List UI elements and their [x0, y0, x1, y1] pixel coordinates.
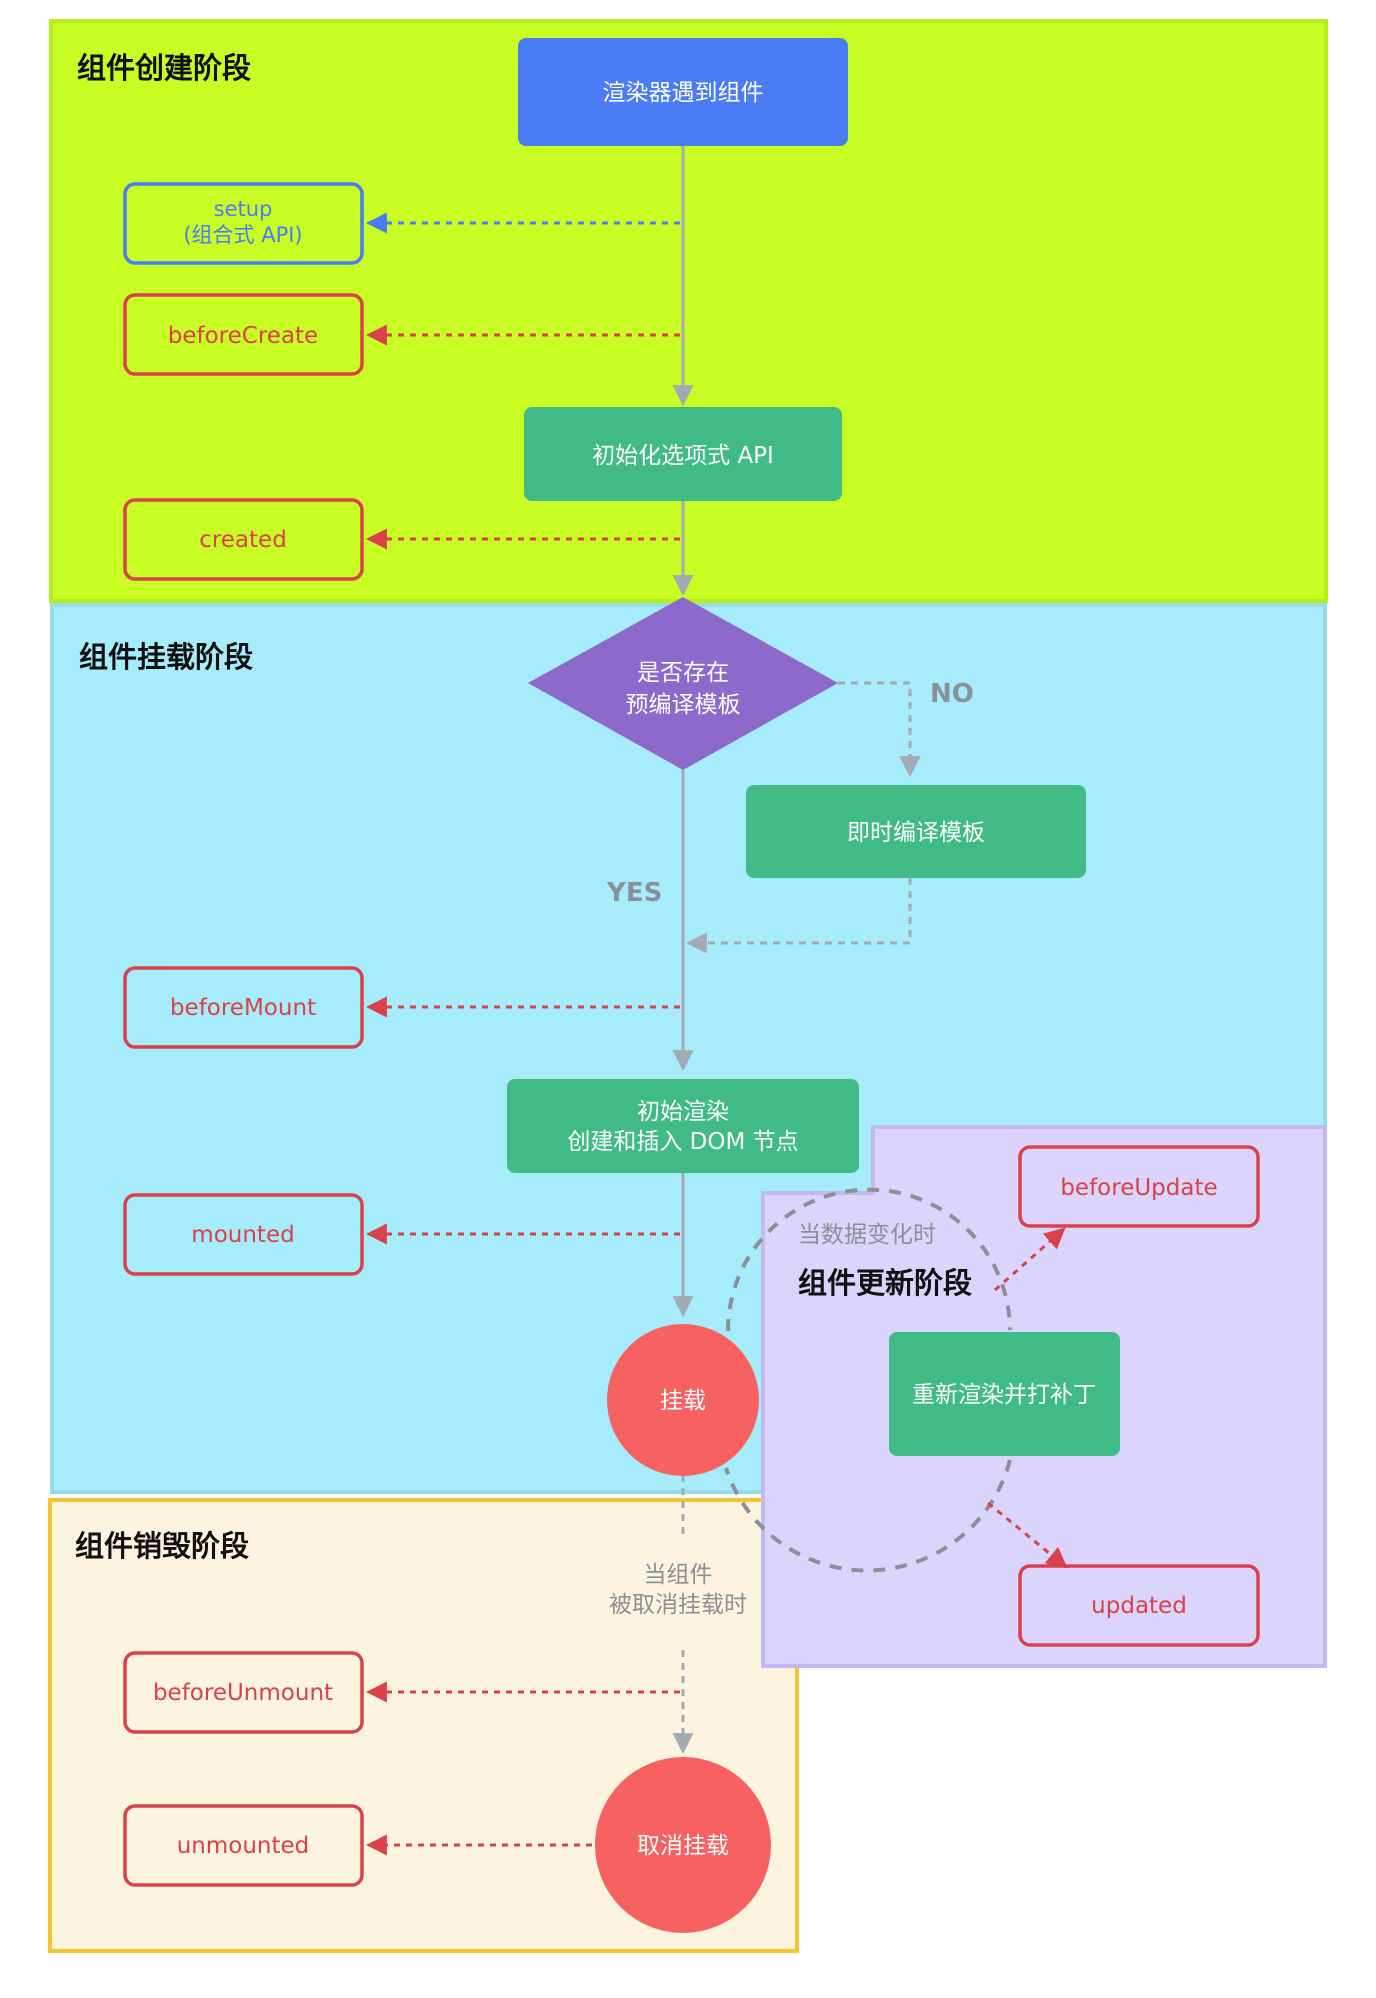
initial-render-line2: 创建和插入 DOM 节点	[567, 1129, 798, 1155]
beforecreate-hook-label: beforeCreate	[168, 323, 318, 349]
beforemount-hook-box: beforeMount	[123, 966, 364, 1049]
beforeunmount-hook-box: beforeUnmount	[123, 1651, 364, 1734]
unmount-circle: 取消挂载	[595, 1757, 771, 1933]
update-phase-title: 组件更新阶段	[798, 1266, 972, 1300]
mounted-circle: 挂载	[607, 1324, 759, 1476]
mounted-hook-label: mounted	[191, 1222, 294, 1248]
create-phase-title: 组件创建阶段	[77, 51, 251, 85]
unmount-when-line1: 当组件	[644, 1562, 713, 1588]
decision-label-line2: 预编译模板	[626, 692, 741, 718]
unmounted-hook-label: unmounted	[177, 1833, 310, 1859]
init-options-box: 初始化选项式 API	[524, 407, 842, 501]
data-change-label: 当数据变化时	[798, 1222, 936, 1248]
no-label: NO	[930, 679, 974, 709]
mounted-hook-box: mounted	[123, 1193, 364, 1276]
created-hook-box: created	[123, 498, 364, 581]
rerender-label: 重新渲染并打补丁	[912, 1382, 1096, 1408]
unmount-circle-label: 取消挂载	[637, 1833, 729, 1859]
mounted-circle-label: 挂载	[660, 1388, 706, 1414]
setup-hook-box: setup (组合式 API)	[123, 182, 364, 265]
setup-hook-label: setup	[214, 197, 273, 221]
rerender-box: 重新渲染并打补丁	[889, 1332, 1120, 1456]
beforeupdate-connector	[994, 1227, 1066, 1292]
no-branch-line	[838, 681, 921, 778]
renderer-label: 渲染器遇到组件	[603, 80, 764, 106]
unmount-when-line2: 被取消挂载时	[609, 1592, 747, 1618]
beforeunmount-hook-label: beforeUnmount	[153, 1680, 333, 1706]
unmount-phase-title: 组件销毁阶段	[75, 1529, 249, 1563]
beforeupdate-hook-label: beforeUpdate	[1060, 1175, 1217, 1201]
yes-label: YES	[606, 878, 662, 908]
setup-hook-sublabel: (组合式 API)	[183, 223, 302, 247]
created-hook-label: created	[199, 527, 287, 553]
jit-compile-label: 即时编译模板	[847, 820, 985, 846]
updated-connector	[987, 1501, 1068, 1569]
initial-render-box: 初始渲染 创建和插入 DOM 节点	[507, 1079, 859, 1173]
jit-return-line	[685, 878, 912, 954]
jit-compile-box: 即时编译模板	[746, 785, 1086, 878]
renderer-box: 渲染器遇到组件	[518, 38, 848, 146]
init-options-label: 初始化选项式 API	[592, 443, 774, 469]
initial-render-line1: 初始渲染	[637, 1099, 729, 1125]
beforeupdate-hook-box: beforeUpdate	[1018, 1145, 1260, 1228]
precompiled-template-decision: 是否存在 预编译模板	[528, 597, 838, 770]
beforecreate-hook-box: beforeCreate	[123, 293, 364, 376]
updated-hook-label: updated	[1091, 1593, 1187, 1619]
decision-label-line1: 是否存在	[637, 660, 729, 686]
update-cycle-ring-top	[725, 1187, 1012, 1332]
updated-hook-box: updated	[1018, 1564, 1260, 1647]
unmounted-hook-box: unmounted	[123, 1804, 364, 1887]
mount-phase-title: 组件挂载阶段	[79, 640, 253, 674]
beforemount-hook-label: beforeMount	[170, 995, 316, 1021]
